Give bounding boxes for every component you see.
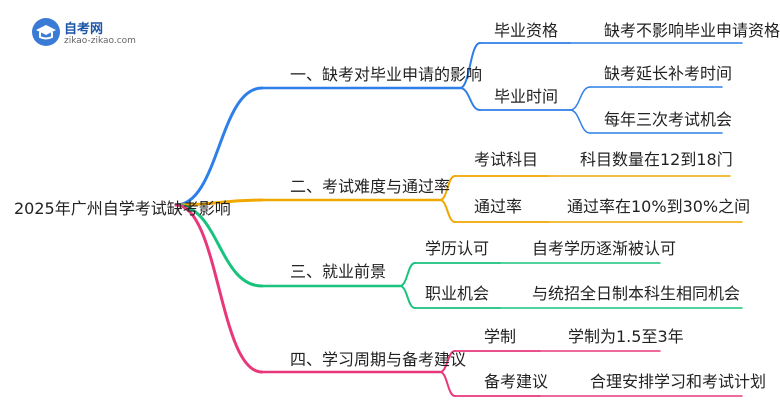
branch-2-sub-1-leaf-1: 科目数量在12到18门 — [580, 150, 733, 169]
branch-2-sub-1: 考试科目 — [474, 150, 539, 169]
connector-23 — [439, 371, 456, 397]
connector-19 — [399, 285, 416, 309]
branch-1-sub-2: 毕业时间 — [494, 87, 559, 106]
mindmap-links — [174, 42, 743, 397]
connector-28 — [569, 109, 591, 134]
branch-3-sub-1-leaf-1: 自考学历逐渐被认可 — [532, 239, 677, 258]
branch-3-label: 三、就业前景 — [290, 262, 387, 281]
connector-17 — [399, 262, 416, 287]
branch-2-label: 二、考试难度与通过率 — [290, 177, 451, 196]
branch-3-sub-2: 职业机会 — [425, 284, 490, 303]
branch-3-sub-1: 学历认可 — [425, 239, 490, 258]
site-logo: 自考网 zikao-zikao.com — [32, 14, 142, 52]
branch-2-sub-2: 通过率 — [474, 197, 523, 216]
connector-1 — [174, 86, 264, 207]
connector-3 — [174, 198, 264, 207]
branch-1-sub-2-leaf-1: 缺考延长补考时间 — [604, 64, 733, 83]
branch-4-sub-2: 备考建议 — [484, 372, 549, 391]
branch-2-sub-2-leaf-1: 通过率在10%到30%之间 — [567, 197, 751, 216]
connector-5 — [174, 203, 264, 288]
logo-url: zikao-zikao.com — [64, 36, 136, 46]
branch-1-sub-2-leaf-2: 每年三次考试机会 — [604, 110, 733, 129]
branch-1-sub-1-leaf-1: 缺考不影响毕业申请资格 — [604, 21, 780, 40]
branch-1-sub-1: 毕业资格 — [494, 21, 559, 40]
connector-7 — [174, 203, 264, 374]
branch-4-label: 四、学习周期与备考建议 — [290, 350, 467, 369]
connector-11 — [459, 87, 481, 111]
branch-4-sub-2-leaf-1: 合理安排学习和考试计划 — [590, 372, 767, 391]
connector-15 — [439, 199, 456, 223]
logo-name: 自考网 — [64, 22, 104, 37]
graduation-cap-icon — [32, 18, 60, 46]
branch-3-sub-2-leaf-1: 与统招全日制本科生相同机会 — [532, 284, 741, 303]
branch-4-sub-1: 学制 — [484, 327, 517, 346]
branch-1-label: 一、缺考对毕业申请的影响 — [290, 65, 483, 84]
root-node: 2025年广州自学考试缺考影响 — [14, 199, 231, 218]
connector-9 — [459, 42, 481, 89]
connector-26 — [569, 86, 591, 111]
branch-4-sub-1-leaf-1: 学制为1.5至3年 — [568, 327, 684, 346]
